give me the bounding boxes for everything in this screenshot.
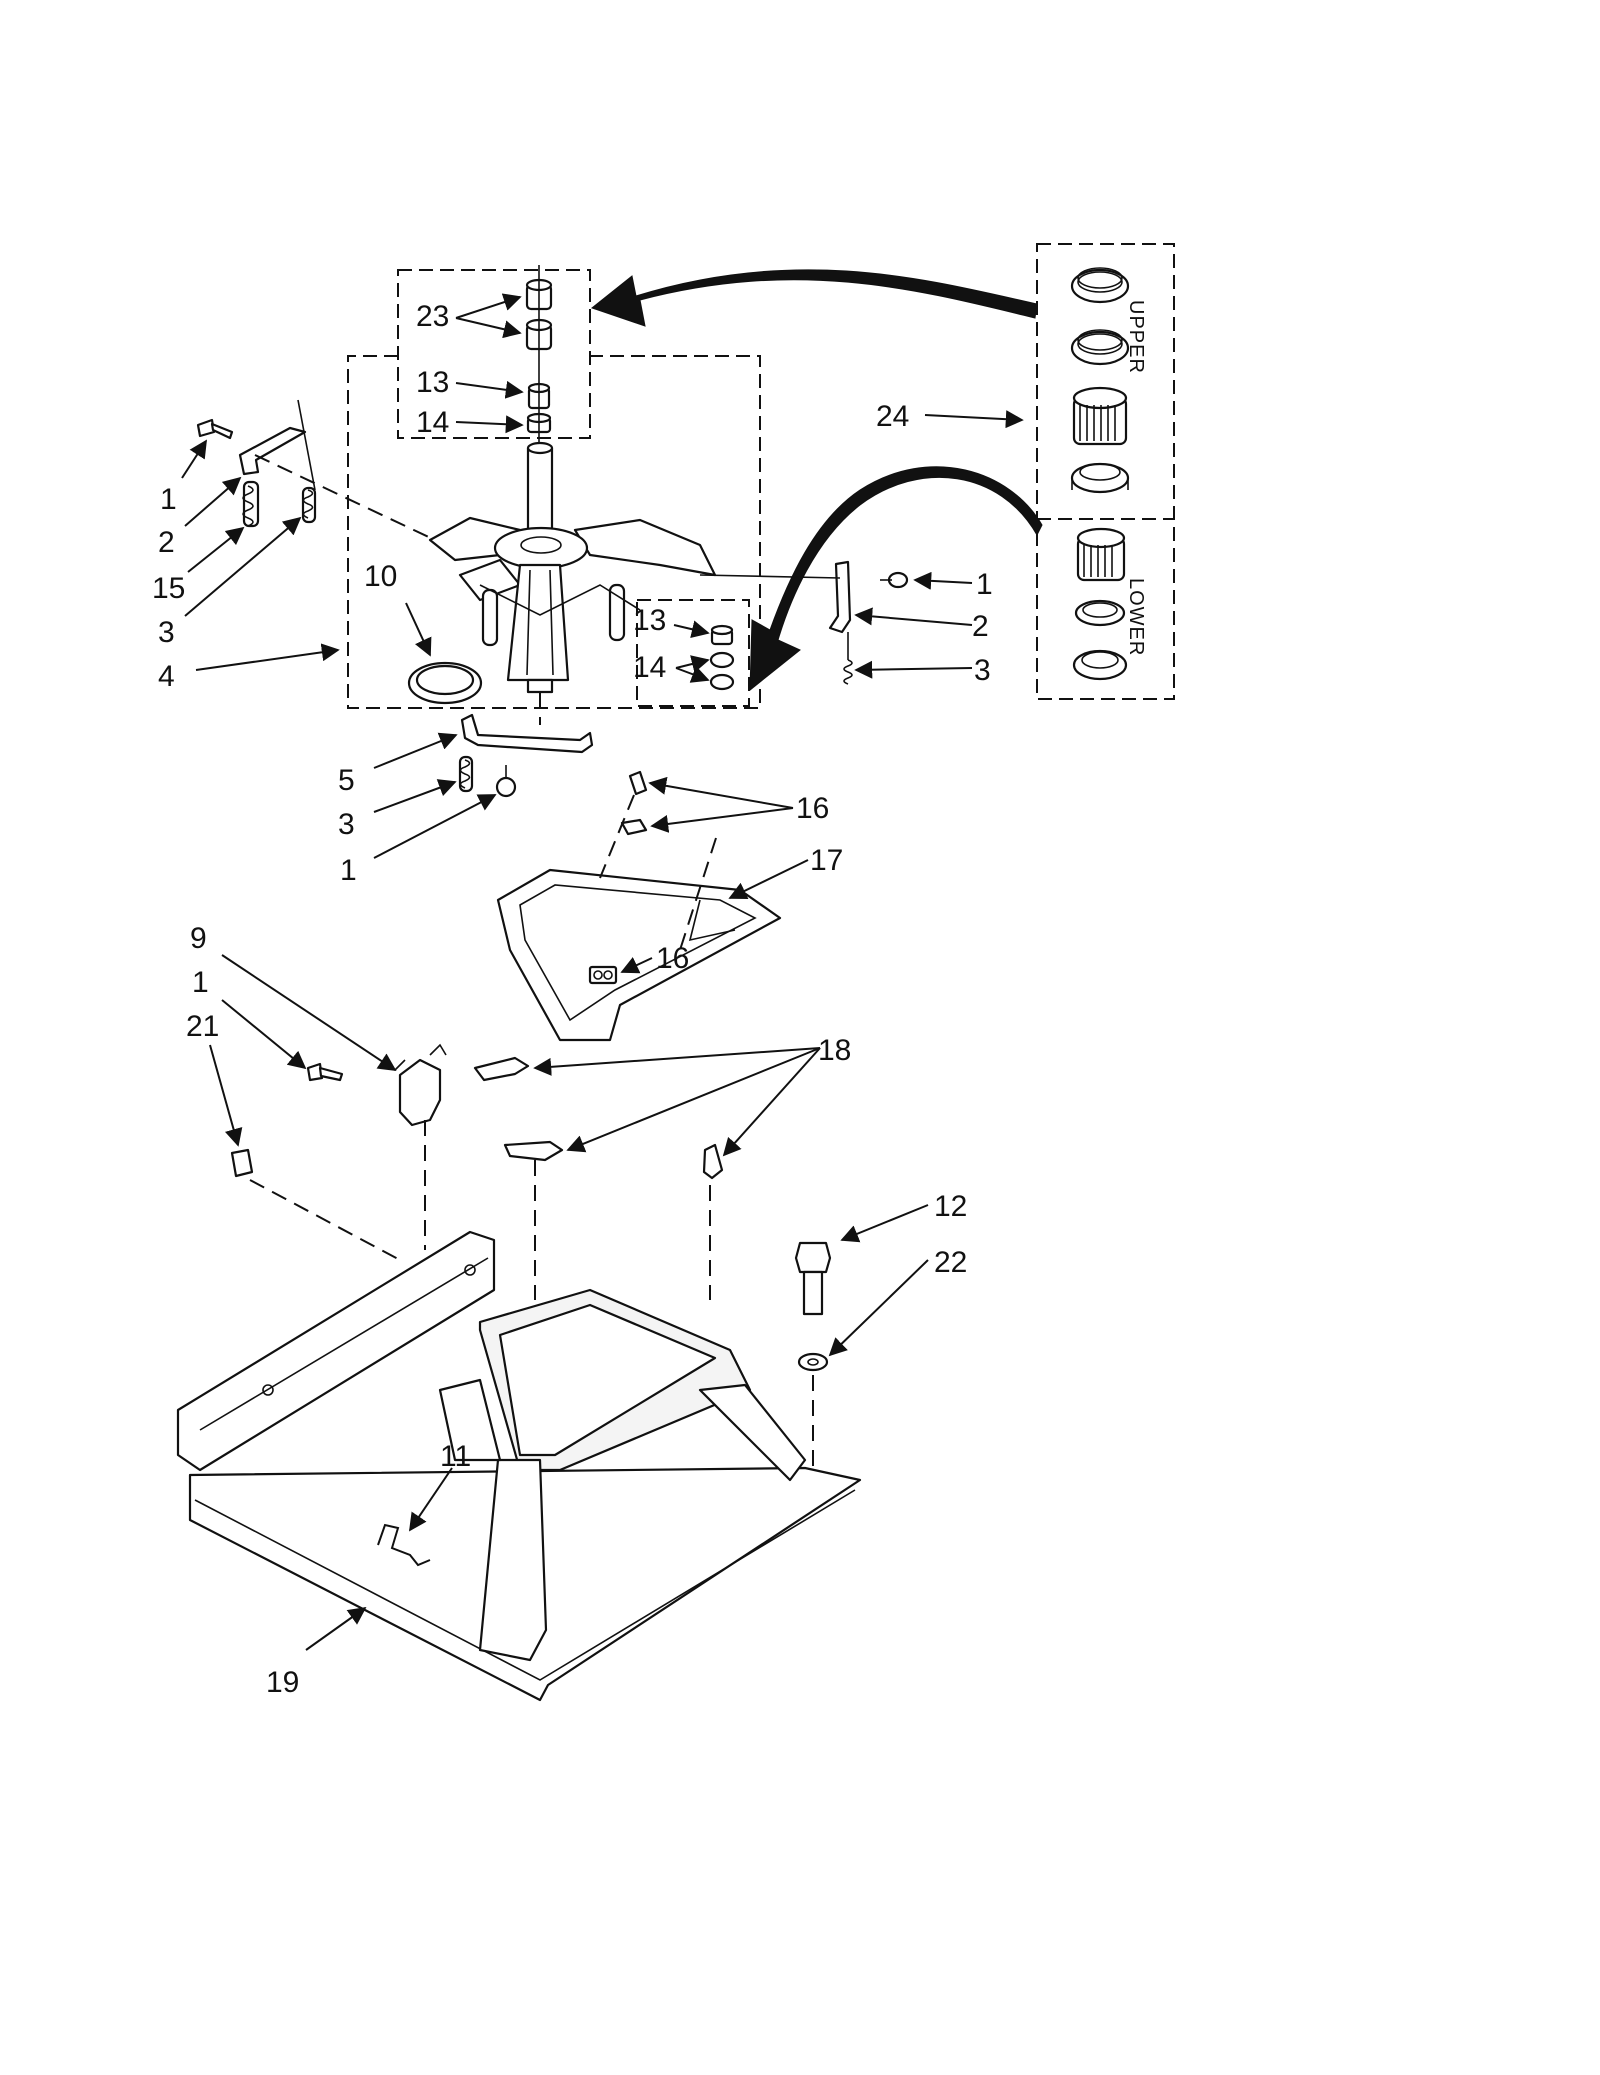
kit-ring-upper: [1070, 462, 1130, 494]
callout-5: 5: [338, 764, 355, 797]
pad-16-c: [588, 965, 618, 985]
washer-14-lower-a: [709, 651, 735, 669]
kit-seal-upper-1: [1070, 267, 1130, 304]
glide-18-a: [473, 1056, 530, 1082]
callout-2-upper-left: 2: [158, 526, 175, 559]
callout-16-base: 16: [656, 942, 689, 975]
callout-4: 4: [158, 660, 175, 693]
clip-21: [230, 1148, 254, 1178]
bolt-12: [794, 1241, 832, 1316]
callout-1-right: 1: [976, 568, 993, 601]
callout-16-top: 16: [796, 792, 829, 825]
kit-ring-lower-1: [1074, 599, 1126, 627]
callout-18: 18: [818, 1034, 851, 1067]
callout-1-lower: 1: [192, 966, 209, 999]
callout-1-upper-left: 1: [160, 483, 177, 516]
kit-lower-label: LOWER: [1125, 578, 1147, 656]
bearing-kit-box: [1036, 243, 1175, 700]
glide-18-c: [702, 1143, 724, 1180]
callout-9: 9: [190, 922, 207, 955]
base-17: [496, 868, 782, 1042]
pad-16-b: [620, 818, 648, 836]
spring-3-right: [843, 659, 853, 685]
callout-23: 23: [416, 300, 449, 333]
callout-21: 21: [186, 1010, 219, 1043]
screw-1-upper-left: [196, 418, 234, 440]
bracket-2-upper-left: [238, 426, 307, 476]
spring-3-center: [458, 755, 474, 793]
kit-gear-lower: [1076, 527, 1126, 582]
glide-18-b: [503, 1140, 564, 1162]
callout-22: 22: [934, 1246, 967, 1279]
callout-13-lower: 13: [633, 604, 666, 637]
screw-1-lower: [306, 1062, 344, 1082]
screw-1-right: [880, 571, 909, 589]
clip-9: [394, 1043, 447, 1127]
leader-lines: [181, 293, 1024, 1651]
callout-12: 12: [934, 1190, 967, 1223]
kit-arrow-upper: [590, 269, 1038, 327]
seal-10: [407, 661, 483, 705]
upper-bushing-box: [397, 269, 591, 439]
callout-3-right: 3: [974, 654, 991, 687]
screw-1-center: [495, 765, 517, 798]
kit-ring-lower-2: [1072, 649, 1128, 681]
callout-2-right: 2: [972, 610, 989, 643]
callout-11: 11: [440, 1440, 471, 1473]
spring-3-upper-left: [301, 486, 317, 524]
washer-14-lower-b: [709, 673, 735, 691]
kit-gear-upper: [1072, 386, 1128, 446]
washer-22: [797, 1352, 829, 1372]
callout-1-center: 1: [340, 854, 357, 887]
callout-17: 17: [810, 844, 843, 877]
base-frame-19: [176, 1230, 862, 1702]
spring-15: [242, 480, 260, 528]
transmission-assembly: [428, 441, 717, 694]
wire-11: [377, 1523, 431, 1567]
bushing-13-lower: [710, 624, 734, 646]
kit-seal-upper-2: [1070, 329, 1130, 366]
kit-upper-label: UPPER: [1125, 300, 1147, 374]
bracket-5: [460, 713, 594, 754]
callout-3-upper-left: 3: [158, 616, 175, 649]
callout-13-upper: 13: [416, 366, 449, 399]
callout-19: 19: [266, 1666, 299, 1699]
pad-16-a: [628, 770, 648, 796]
bracket-2-right: [828, 560, 852, 634]
callout-3-center: 3: [338, 808, 355, 841]
lower-bushing-box: [636, 599, 750, 707]
kit-arrow-lower: [749, 466, 1043, 692]
callout-14-lower: 14: [633, 651, 666, 684]
callout-24: 24: [876, 400, 909, 433]
callout-10: 10: [364, 560, 397, 593]
callout-14-upper: 14: [416, 406, 449, 439]
callout-15: 15: [152, 572, 185, 605]
